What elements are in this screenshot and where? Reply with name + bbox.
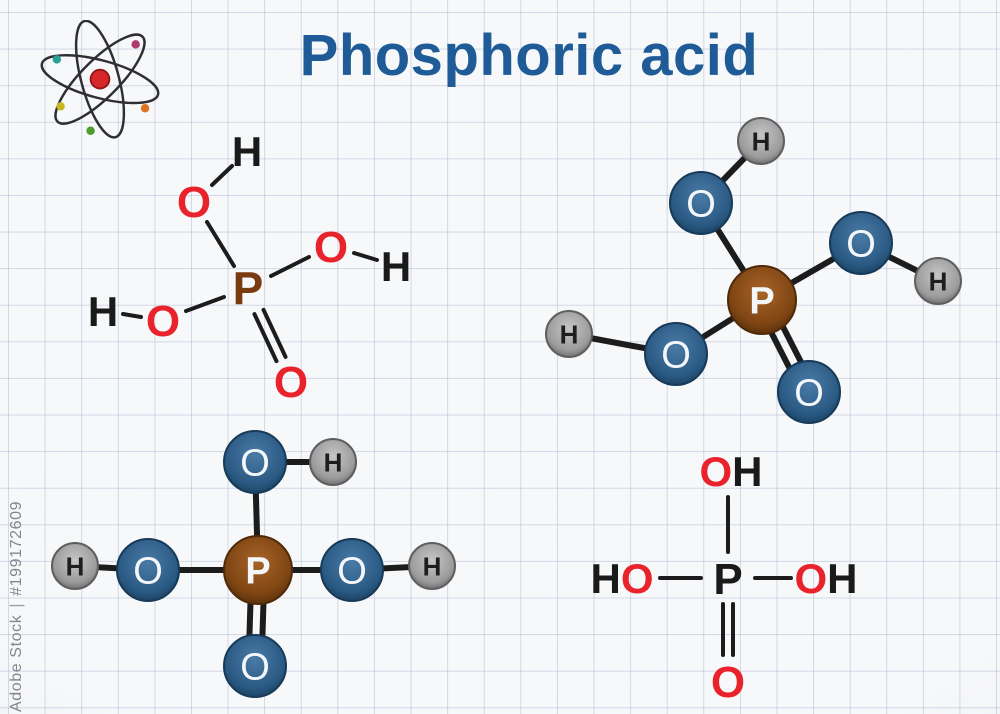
hydrogen-sphere — [914, 257, 962, 305]
electron-dot — [56, 102, 65, 111]
oxygen-sphere — [829, 211, 893, 275]
atom-label-H: H — [560, 319, 579, 349]
atom-label-O: O — [274, 358, 308, 407]
atom-label-O: O — [177, 178, 211, 227]
bond — [352, 251, 379, 262]
atom-label-P: P — [233, 263, 264, 315]
atom-label-H: H — [324, 447, 343, 477]
atom-icon — [40, 20, 160, 139]
atom-label-P: P — [245, 551, 270, 593]
atom-label-HO: HO — [590, 555, 653, 602]
atom-label-OH: OH — [699, 448, 762, 495]
oxygen-sphere — [644, 322, 708, 386]
watermark-separator: | — [8, 602, 25, 608]
bond — [252, 312, 279, 364]
electron-dot — [131, 40, 140, 49]
atom-label-O: O — [314, 223, 348, 272]
atom-label-H: H — [88, 288, 118, 335]
atom-label-H: H — [929, 266, 948, 296]
atom-label-P: P — [749, 281, 774, 323]
oxygen-sphere — [116, 538, 180, 602]
electron-dot — [140, 103, 150, 113]
hydrogen-sphere — [737, 117, 785, 165]
atom-label-H: H — [381, 243, 411, 290]
page-title: Phosphoric acid — [299, 23, 759, 88]
bond — [210, 164, 234, 187]
atom-label-O: O — [337, 551, 367, 593]
atom-label-OH: OH — [794, 555, 857, 602]
ball-stick-model-bottom-left: O H O H O H O P — [51, 430, 456, 698]
bond — [184, 295, 226, 313]
watermark: Adobe Stock | #199172609 — [8, 501, 26, 712]
bond — [121, 312, 143, 319]
phosphorus-sphere — [223, 535, 293, 605]
hydrogen-sphere — [309, 438, 357, 486]
bond — [205, 220, 236, 268]
oxygen-sphere — [320, 538, 384, 602]
atom-label-O: O — [846, 224, 876, 266]
condensed-formula-bottom-right: OH P HO OH O — [590, 448, 857, 707]
atom-label-O: O — [133, 551, 163, 593]
watermark-id: #199172609 — [8, 500, 25, 596]
electron-dot — [86, 126, 95, 135]
atom-label-O: O — [661, 335, 691, 377]
hydrogen-sphere — [51, 542, 99, 590]
atom-label-H: H — [232, 128, 262, 175]
watermark-brand: Adobe Stock — [8, 614, 25, 712]
ball-stick-model-top-right: O H O H O H O P — [545, 117, 962, 424]
atom-label-H: H — [423, 551, 442, 581]
atom-label-H: H — [752, 126, 771, 156]
atom-label-O: O — [711, 658, 745, 707]
phosphorus-sphere — [727, 265, 797, 335]
atom-label-O: O — [686, 184, 716, 226]
hydrogen-sphere — [408, 542, 456, 590]
hydrogen-sphere — [545, 310, 593, 358]
oxygen-sphere — [223, 634, 287, 698]
nucleus-dot — [89, 68, 111, 90]
atom-label-O: O — [146, 297, 180, 346]
bond — [269, 255, 311, 278]
electron-dot — [52, 55, 62, 64]
oxygen-sphere — [669, 171, 733, 235]
atom-label-O: O — [794, 373, 824, 415]
oxygen-sphere — [777, 360, 841, 424]
bond — [261, 307, 288, 359]
atom-label-P: P — [713, 555, 742, 604]
atom-label-O: O — [240, 647, 270, 689]
atom-label-O: O — [240, 443, 270, 485]
atom-label-H: H — [66, 551, 85, 581]
oxygen-sphere — [223, 430, 287, 494]
